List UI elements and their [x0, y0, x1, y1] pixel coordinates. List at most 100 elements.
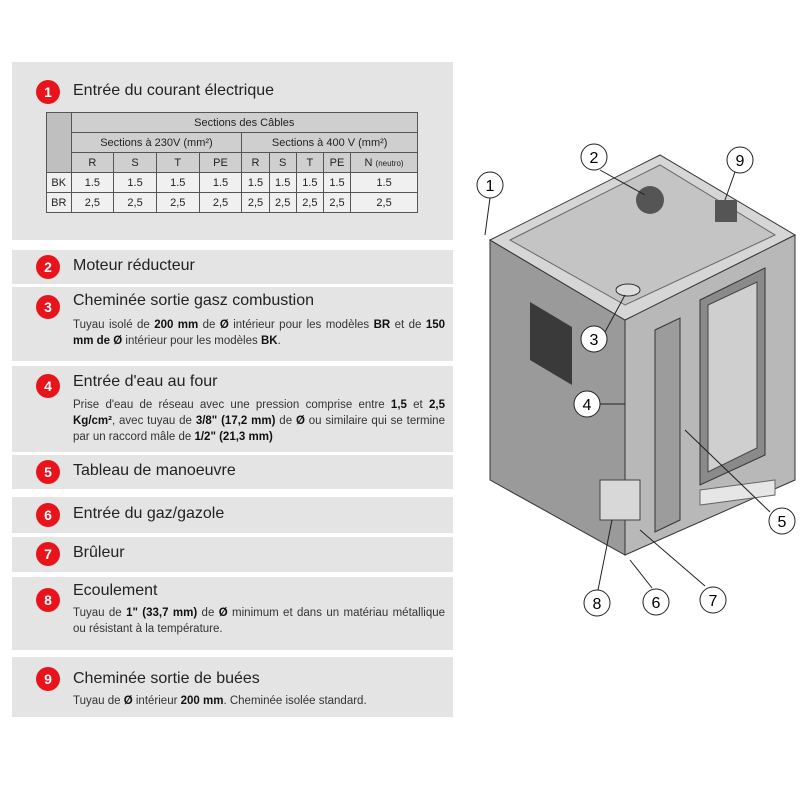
- callout-circle: [573, 390, 601, 418]
- table-cell: 1.5: [198, 172, 243, 193]
- table-cell: 1.5: [113, 172, 157, 193]
- callout-number: 5: [778, 514, 787, 531]
- group-400: Sections à 400 V (mm²): [241, 132, 418, 153]
- table-cell: 1.5: [155, 172, 200, 193]
- callout-3: 3: [580, 325, 608, 353]
- table-cell: 2,5: [113, 192, 157, 213]
- table-cell: 2,5: [268, 192, 297, 213]
- text: , avec tuyau de: [111, 415, 196, 427]
- number-badge: 1: [36, 80, 60, 104]
- callout-2: 2: [580, 143, 608, 171]
- table-cell: 1.5: [70, 172, 115, 193]
- table-cell: 1.5: [241, 172, 270, 193]
- steam-chimney: [715, 200, 737, 222]
- bold-text: 1" (33,7 mm): [126, 607, 198, 619]
- oven-illustration: 1 2 3 4 5 6 7 8 9: [476, 143, 797, 617]
- callout-7: 7: [699, 586, 727, 614]
- table-cell: 1.5: [268, 172, 297, 193]
- item-title: Cheminée sortie gasz combustion: [73, 292, 315, 309]
- column-header: PE: [198, 152, 243, 173]
- floor-ramp: [699, 479, 776, 506]
- item-2-panel: 2 Moteur réducteur: [12, 250, 453, 284]
- burner: [599, 479, 641, 521]
- callout-number: 7: [709, 593, 718, 610]
- number-badge: 5: [36, 460, 60, 484]
- text: Tuyau isolé de: [73, 319, 155, 331]
- item-title: Moteur réducteur: [73, 257, 195, 274]
- callout-number: 4: [583, 397, 592, 414]
- row-label: BK: [46, 172, 72, 193]
- table-cell: 2,5: [155, 192, 200, 213]
- callout-8: 8: [583, 589, 611, 617]
- row-label: BR: [46, 192, 72, 213]
- text: Tuyau de: [73, 607, 127, 619]
- bold-text: 1,5: [390, 399, 407, 411]
- leader-lines: [484, 169, 771, 591]
- table-cell: 2,5: [322, 192, 352, 213]
- callout-circle: [580, 143, 608, 171]
- item-description: Tuyau de 1" (33,7 mm) de Ø minimum et da…: [73, 605, 445, 637]
- table-cell: 2,5: [198, 192, 243, 213]
- table-cell: 1.5: [350, 172, 418, 193]
- table-cell: 2,5: [295, 192, 324, 213]
- number-badge: 4: [36, 374, 60, 398]
- control-panel: [654, 317, 681, 533]
- item-8-panel: 8 Ecoulement Tuyau de 1" (33,7 mm) de Ø …: [12, 577, 453, 650]
- column-label: PE: [213, 156, 228, 169]
- callout-number: 1: [486, 178, 495, 195]
- callout-5: 5: [768, 507, 796, 535]
- item-title: Tableau de manoeuvre: [73, 462, 236, 479]
- bold-text: 3/8" (17,2 mm): [195, 415, 276, 427]
- column-header: S: [113, 152, 157, 173]
- callout-circle: [583, 589, 611, 617]
- text: de: [198, 319, 220, 331]
- table-header: Sections des Câbles: [70, 112, 419, 133]
- number-badge: 7: [36, 542, 60, 566]
- table-cell: 2,5: [350, 192, 418, 213]
- bold-text: 200 mm: [154, 319, 199, 331]
- number-badge: 8: [36, 588, 60, 612]
- table-cell: 2,5: [241, 192, 270, 213]
- item-3-panel: 3 Cheminée sortie gasz combustion Tuyau …: [12, 287, 453, 361]
- neutro-note: (neutro): [375, 158, 404, 168]
- bold-text: BK: [260, 335, 278, 347]
- column-label: T: [306, 156, 314, 169]
- column-header: N (neutro): [350, 152, 418, 173]
- item-1-panel: 1 Entrée du courant électrique Sections …: [12, 62, 453, 240]
- callout-circle: [580, 325, 608, 353]
- bold-text: Ø: [295, 415, 305, 427]
- item-5-panel: 5 Tableau de manoeuvre: [12, 455, 453, 489]
- number-badge: 9: [36, 667, 60, 691]
- column-label: PE: [329, 156, 345, 169]
- callout-4: 4: [573, 390, 601, 418]
- item-title: Entrée d'eau au four: [73, 373, 218, 390]
- callout-circle: [476, 171, 504, 199]
- text: de: [275, 415, 296, 427]
- text: et de: [390, 319, 426, 331]
- item-7-panel: 7 Brûleur: [12, 537, 453, 572]
- bold-text: Ø: [218, 607, 228, 619]
- bold-text: BR: [373, 319, 391, 331]
- bold-text: Ø: [123, 695, 133, 707]
- item-title: Ecoulement: [73, 582, 158, 599]
- table-cell: 2,5: [70, 192, 115, 213]
- callout-6: 6: [642, 588, 670, 616]
- item-description: Prise d'eau de réseau avec une pression …: [73, 397, 445, 445]
- callout-circle: [642, 588, 670, 616]
- text: intérieur pour les modèles: [228, 319, 374, 331]
- callout-number: 9: [736, 153, 745, 170]
- column-header: S: [268, 152, 297, 173]
- text: ou similaire qui se termine par un racco…: [73, 415, 445, 443]
- column-label: T: [174, 156, 182, 169]
- item-title: Entrée du gaz/gazole: [73, 505, 225, 522]
- text: Prise d'eau de réseau avec une pression …: [73, 399, 391, 411]
- bold-text: 200 mm: [180, 695, 224, 707]
- bold-text: 150 mm de Ø: [73, 319, 445, 347]
- column-label: S: [131, 156, 139, 169]
- item-4-panel: 4 Entrée d'eau au four Prise d'eau de ré…: [12, 366, 453, 452]
- number-badge: 3: [36, 295, 60, 319]
- side-vent: [530, 302, 572, 385]
- top-recess: [508, 164, 777, 306]
- text: .: [277, 335, 281, 347]
